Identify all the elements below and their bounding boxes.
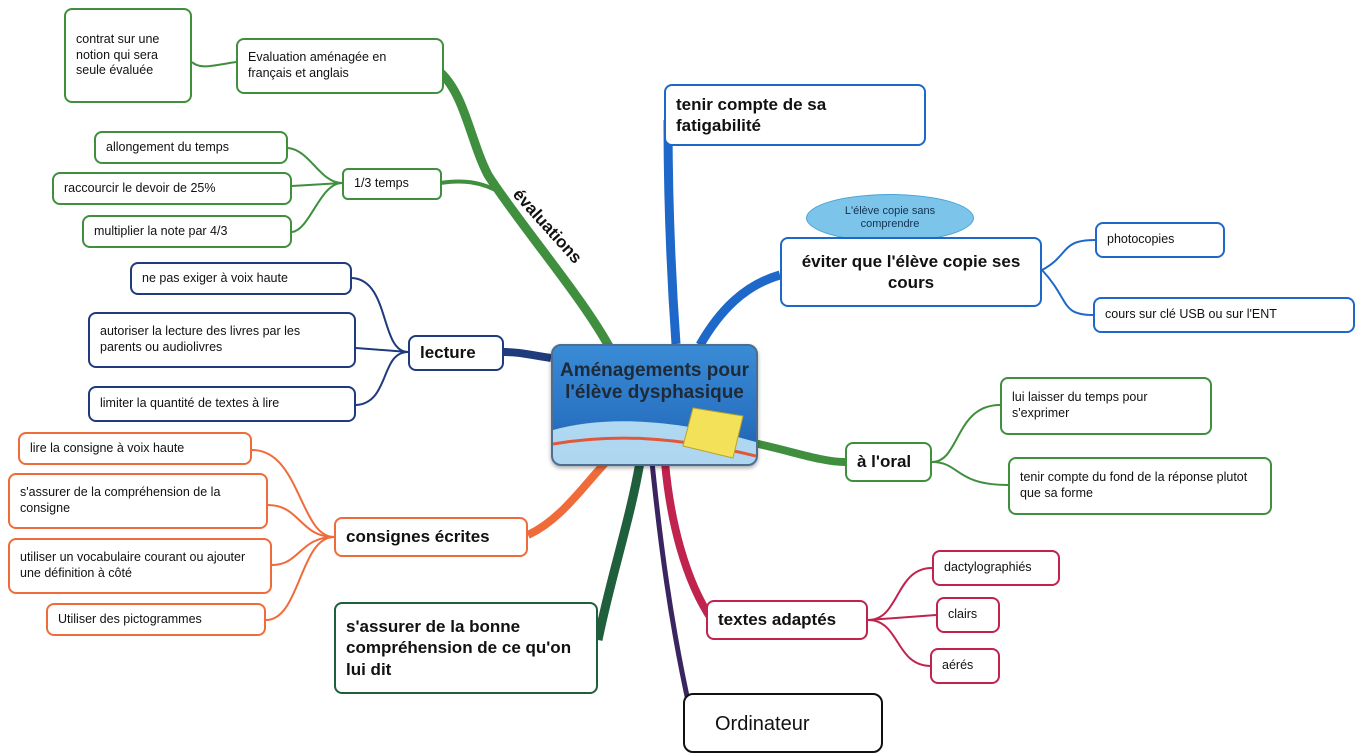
node-textes-adaptes-text: textes adaptés: [718, 610, 837, 630]
node-oral-text: à l'oral: [857, 452, 912, 472]
node-fond-reponse[interactable]: tenir compte du fond de la réponse pluto…: [1008, 457, 1272, 515]
node-cle-usb[interactable]: cours sur clé USB ou sur l'ENT: [1093, 297, 1355, 333]
node-limiter-textes[interactable]: limiter la quantité de textes à lire: [88, 386, 356, 422]
node-eviter-copie-text: éviter que l'élève copie ses cours: [801, 251, 1021, 292]
node-contrat[interactable]: contrat sur une notion qui sera seule év…: [64, 8, 192, 103]
node-raccourcir-text: raccourcir le devoir de 25%: [64, 180, 216, 195]
node-textes-adaptes[interactable]: textes adaptés: [706, 600, 868, 640]
node-lecture-text: lecture: [420, 343, 476, 363]
node-contrat-text: contrat sur une notion qui sera seule év…: [76, 32, 160, 78]
node-photocopies[interactable]: photocopies: [1095, 222, 1225, 258]
node-photocopies-text: photocopies: [1107, 232, 1175, 247]
node-oral[interactable]: à l'oral: [845, 442, 932, 482]
node-limiter-textes-text: limiter la quantité de textes à lire: [100, 396, 280, 411]
node-pictogrammes-text: Utiliser des pictogrammes: [58, 611, 202, 626]
node-clairs-text: clairs: [948, 607, 978, 622]
node-ordinateur-text: Ordinateur: [715, 713, 810, 735]
node-tiers-temps[interactable]: 1/3 temps: [342, 168, 442, 200]
node-consignes-ecrites[interactable]: consignes écrites: [334, 517, 528, 557]
note-copie-sans-comprendre-text: L'élève copie sans comprendre: [844, 204, 936, 230]
node-multiplier[interactable]: multiplier la note par 4/3: [82, 215, 292, 248]
node-dactylographies[interactable]: dactylographiés: [932, 550, 1060, 586]
node-comprehension-consigne[interactable]: s'assurer de la compréhension de la cons…: [8, 473, 268, 529]
node-lecture[interactable]: lecture: [408, 335, 504, 371]
node-autoriser-lecture[interactable]: autoriser la lecture des livres par les …: [88, 312, 356, 368]
note-copie-sans-comprendre: L'élève copie sans comprendre: [806, 194, 974, 242]
node-comprehension-consigne-text: s'assurer de la compréhension de la cons…: [20, 485, 221, 515]
node-raccourcir[interactable]: raccourcir le devoir de 25%: [52, 172, 292, 205]
node-vocabulaire-text: utiliser un vocabulaire courant ou ajout…: [20, 550, 246, 580]
node-allongement-text: allongement du temps: [106, 139, 229, 154]
node-bonne-comprehension[interactable]: s'assurer de la bonne compréhension de c…: [334, 602, 598, 694]
node-evaluation-amenagee-text: Evaluation aménagée en français et angla…: [248, 50, 387, 80]
node-cle-usb-text: cours sur clé USB ou sur l'ENT: [1105, 307, 1277, 322]
node-allongement[interactable]: allongement du temps: [94, 131, 288, 164]
node-lire-consigne[interactable]: lire la consigne à voix haute: [18, 432, 252, 465]
node-evaluation-amenagee[interactable]: Evaluation aménagée en français et angla…: [236, 38, 444, 94]
node-consignes-ecrites-text: consignes écrites: [346, 527, 490, 547]
node-ordinateur[interactable]: Ordinateur: [683, 693, 883, 753]
node-dactylographies-text: dactylographiés: [944, 560, 1032, 575]
branch-evaluations: [435, 67, 617, 357]
center-node[interactable]: Aménagements pour l'élève dysphasique: [551, 344, 758, 466]
node-vocabulaire[interactable]: utiliser un vocabulaire courant ou ajout…: [8, 538, 272, 594]
node-laisser-temps-text: lui laisser du temps pour s'exprimer: [1012, 390, 1148, 420]
node-clairs[interactable]: clairs: [936, 597, 1000, 633]
node-aeres[interactable]: aérés: [930, 648, 1000, 684]
node-eviter-copie[interactable]: éviter que l'élève copie ses cours: [780, 237, 1042, 307]
node-autoriser-lecture-text: autoriser la lecture des livres par les …: [100, 324, 301, 354]
center-title: Aménagements pour l'élève dysphasique: [560, 360, 749, 403]
node-pictogrammes[interactable]: Utiliser des pictogrammes: [46, 603, 266, 636]
node-fatigabilite-text: tenir compte de sa fatigabilité: [676, 94, 827, 135]
node-bonne-comprehension-text: s'assurer de la bonne compréhension de c…: [346, 617, 572, 679]
node-laisser-temps[interactable]: lui laisser du temps pour s'exprimer: [1000, 377, 1212, 435]
node-lire-consigne-text: lire la consigne à voix haute: [30, 440, 185, 455]
node-tiers-temps-text: 1/3 temps: [354, 176, 409, 191]
node-voix-haute[interactable]: ne pas exiger à voix haute: [130, 262, 352, 295]
node-fatigabilite[interactable]: tenir compte de sa fatigabilité: [664, 84, 926, 146]
center-decoration: [553, 407, 756, 464]
node-multiplier-text: multiplier la note par 4/3: [94, 223, 228, 238]
node-aeres-text: aérés: [942, 658, 974, 673]
node-fond-reponse-text: tenir compte du fond de la réponse pluto…: [1020, 470, 1248, 500]
node-voix-haute-text: ne pas exiger à voix haute: [142, 270, 288, 285]
